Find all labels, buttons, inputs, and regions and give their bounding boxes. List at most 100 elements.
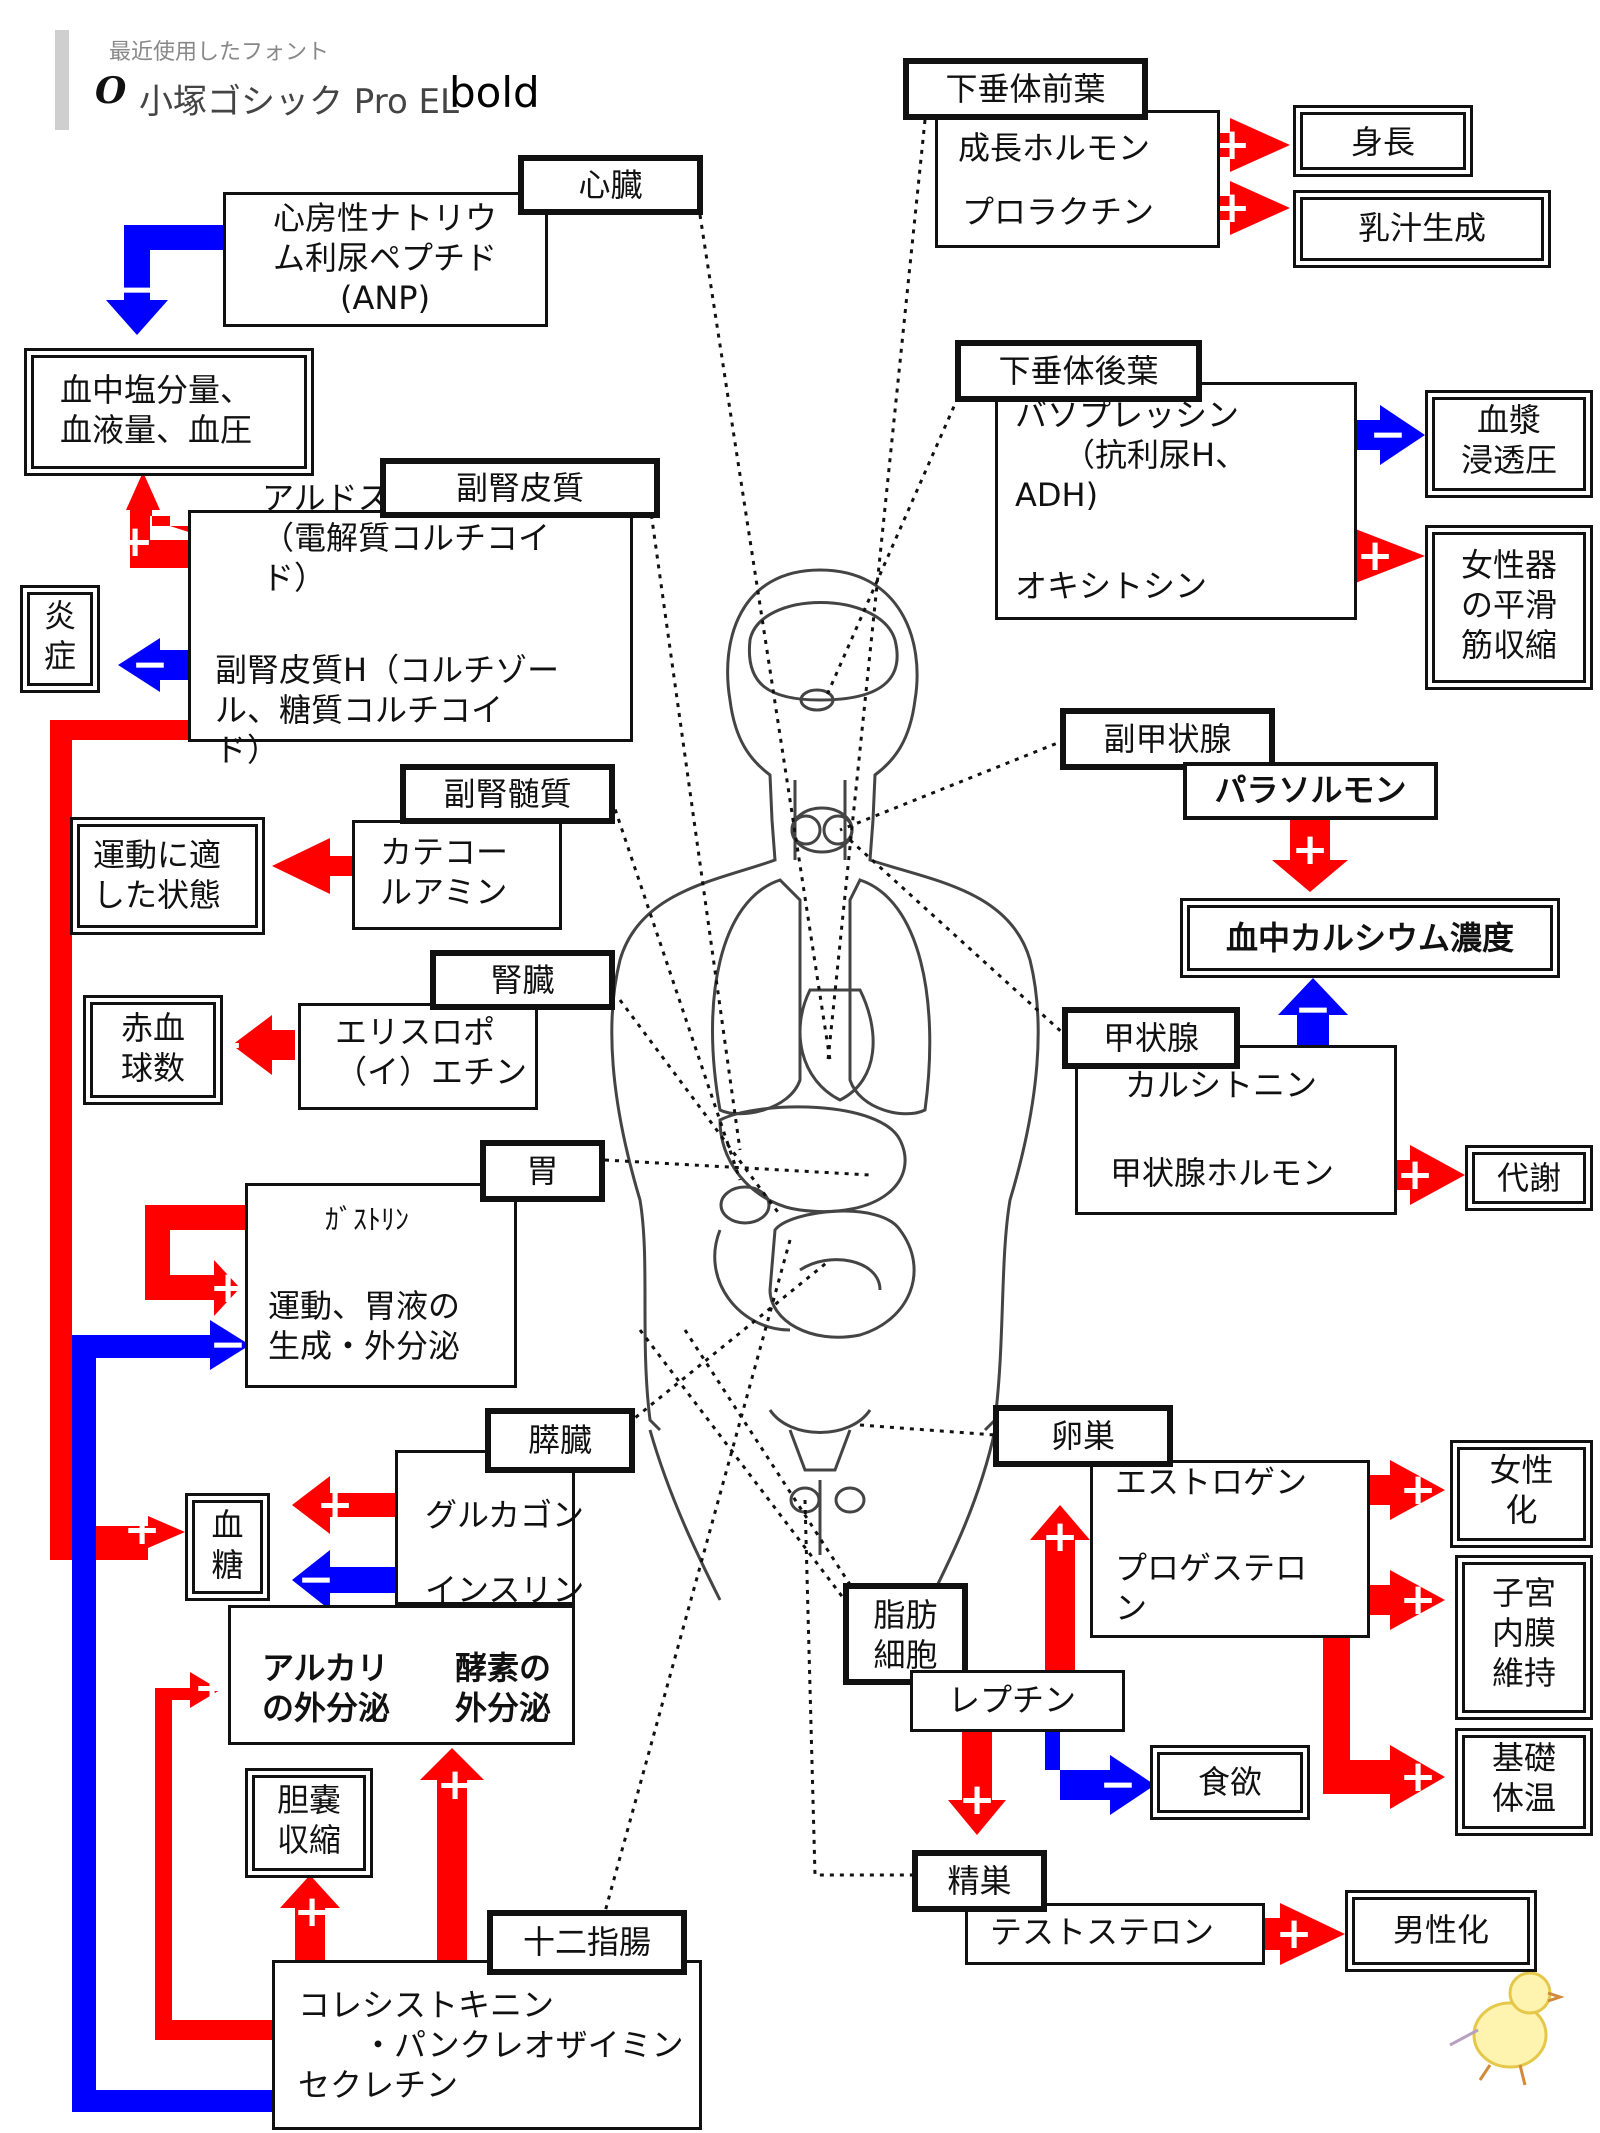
minus-sign: − [119, 264, 156, 315]
alkali-text: アルカリ の外分泌 [262, 1649, 391, 1727]
plus-sign: + [117, 516, 154, 567]
parathormone-text: パラソルモン [1214, 771, 1407, 809]
plus-sign: + [1400, 1751, 1437, 1802]
basal-temp-box [1455, 1728, 1593, 1836]
exercise-text: 運動に適 した状態 [93, 836, 222, 914]
fat-cell-label: 脂肪 細胞 [843, 1583, 968, 1685]
duodenum-label: 十二指腸 [487, 1910, 687, 1975]
arrow-gh [1165, 118, 1290, 172]
minus-sign: − [298, 1554, 335, 1605]
gastrin-text: ｶﾞｽﾄﾘﾝ [325, 1203, 410, 1236]
cortisol-text: 副腎皮質H（コルチゾー ル、糖質コルチコイ ド） [215, 651, 560, 769]
arrow-basal [1323, 1632, 1445, 1809]
appetite-box [1150, 1745, 1310, 1820]
posterior-pituitary-label: 下垂体後葉 [955, 340, 1202, 402]
plus-sign: + [317, 1479, 354, 1530]
feminization-text: 女性 化 [1489, 1451, 1554, 1529]
rbc-text: 赤血 球数 [120, 1009, 185, 1087]
masculinization-text: 男性化 [1392, 1911, 1489, 1949]
anterior-pituitary-label: 下垂体前葉 [903, 58, 1148, 120]
exercise-box [70, 817, 265, 935]
minus-sign: − [1295, 984, 1332, 1035]
arrow-glucagon [292, 1476, 415, 1534]
smooth-muscle-text: 女性器 の平滑 筋収縮 [1460, 546, 1557, 664]
thyroid-box [1075, 1045, 1397, 1215]
gallbladder-box [245, 1768, 373, 1878]
pancreas-box-top [395, 1450, 575, 1605]
gastrin-box [245, 1183, 517, 1388]
anp-box [223, 192, 548, 327]
blood-calcium-text: 血中カルシウム濃度 [1225, 919, 1514, 957]
body-outline [610, 568, 1040, 1601]
blood-salt-text: 血中塩分量、 血液量、血圧 [60, 371, 253, 449]
font-selector-chip[interactable]: 最近使用したフォント O 小塚ゴシック Pro EL bold [55, 30, 540, 130]
plus-sign: + [959, 1774, 996, 1825]
plasma-osm-box [1425, 390, 1593, 498]
height-box [1293, 105, 1473, 177]
arrow-gastrin-loop [145, 1205, 280, 1316]
plus-sign: + [1400, 1464, 1437, 1515]
blood-sugar-text: 血 糖 [211, 1506, 244, 1584]
gallbladder-text: 胆嚢 収縮 [276, 1781, 341, 1859]
plus-sign: + [437, 1759, 474, 1810]
arrow-catechol [272, 838, 370, 894]
font-name: 小塚ゴシック Pro EL [139, 82, 459, 122]
arrow-pth [1272, 818, 1348, 892]
connector-lines [598, 119, 1067, 1931]
pancreas-box-bottom [228, 1605, 575, 1745]
arrow-insulin [292, 1550, 415, 1610]
thyroid-label: 甲状腺 [1062, 1007, 1240, 1069]
arrow-vasopressin [1345, 405, 1425, 465]
arrow-thyroid [1380, 1145, 1465, 1205]
prolactin-text: プロラクチン [962, 193, 1155, 231]
oxytocin-text: オキシトシン [1015, 567, 1208, 605]
lactation-box [1293, 190, 1551, 268]
epo-box [298, 1003, 538, 1110]
ovary-label: 卵巣 [993, 1405, 1173, 1467]
font-type-icon: O [95, 70, 127, 112]
arrow-duo-to-gallbladder [280, 1875, 340, 1962]
chick-doodle [1449, 1971, 1565, 2086]
blood-salt-box [24, 348, 314, 476]
plasma-osm-text: 血漿 浸透圧 [1460, 401, 1557, 479]
blood-calcium-box [1180, 898, 1560, 978]
endometrium-box [1455, 1555, 1593, 1720]
catechol-box [352, 820, 562, 930]
anp-text: 心房性ナトリウ ム利尿ペプチド (ANP) [272, 199, 497, 317]
pancreas-label: 膵臓 [485, 1408, 635, 1473]
arrow-duo-to-enzyme [420, 1748, 484, 1962]
blood-sugar-box [185, 1493, 270, 1601]
plus-sign: + [1276, 1908, 1313, 1959]
arrow-signs: ++++++++++++++++++++−−−−−−− [117, 119, 1437, 1959]
estrogen-text: エストロゲン [1115, 1463, 1308, 1501]
minus-sign: − [210, 1319, 247, 1370]
arrow-cortisol-to-bloodsugar [50, 695, 200, 1560]
gastric-effect-text: 運動、胃液の 生成・外分泌 [268, 1287, 461, 1365]
minus-sign: − [1370, 409, 1407, 460]
catechol-text: カテコー ルアミン [380, 833, 509, 911]
ovary-box [1090, 1460, 1370, 1638]
inflammation-text: 炎 症 [43, 597, 76, 675]
arrow-calcitonin [1278, 978, 1348, 1047]
arrow-cortisol-to-inflammation [118, 638, 200, 692]
basal-temp-text: 基礎 体温 [1491, 1739, 1556, 1817]
feminization-box [1450, 1440, 1593, 1548]
plus-sign: + [1292, 824, 1329, 875]
endometrium-text: 子宮 内膜 維持 [1491, 1574, 1556, 1692]
parathormone-box [1183, 762, 1438, 820]
calcitonin-text: カルシトニン [1125, 1066, 1318, 1104]
glucagon-text: グルカゴン [425, 1496, 585, 1534]
height-text: 身長 [1350, 123, 1415, 161]
arrow-prl [1165, 181, 1290, 235]
rbc-box [83, 995, 223, 1105]
inhibit-arrows [72, 225, 1425, 2112]
masculinization-box [1345, 1890, 1537, 1972]
lactation-text: 乳汁生成 [1357, 209, 1486, 247]
plus-sign: + [1357, 530, 1394, 581]
arrow-insulin-to-secretin [72, 1320, 272, 2112]
adrenal-cortex-box [188, 510, 633, 742]
adrenal-medulla-label: 副腎髄質 [400, 764, 615, 824]
leptin-text: レプチン [948, 1681, 1077, 1719]
font-style: bold [449, 68, 540, 117]
plus-sign: + [1397, 1149, 1434, 1200]
